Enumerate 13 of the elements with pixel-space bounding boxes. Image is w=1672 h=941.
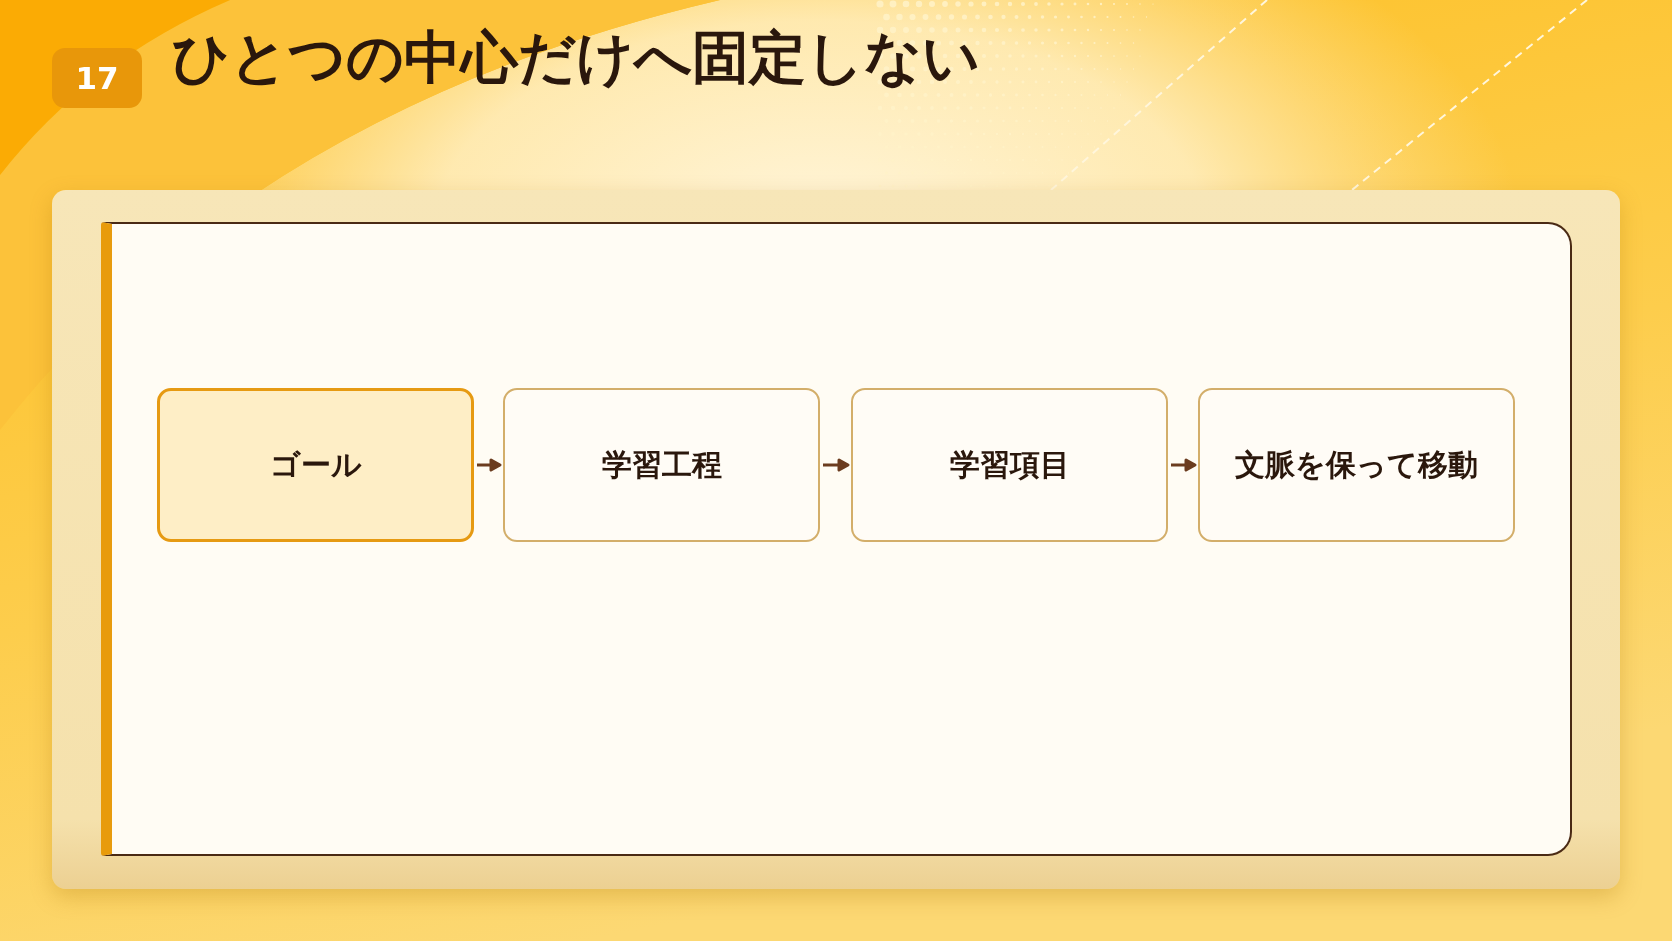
box-label: 学習項目 (949, 447, 1070, 483)
arrow (475, 458, 502, 472)
process-box (851, 388, 1168, 542)
slide-number-badge: 17 (52, 48, 142, 108)
process-box (1198, 388, 1515, 542)
box-label: ゴール (269, 447, 362, 483)
box-label: 学習工程 (601, 447, 722, 483)
box-label: 文脈を保って移動 (1235, 447, 1478, 483)
process-box (503, 388, 820, 542)
arrow (821, 458, 850, 472)
arrow (1169, 458, 1197, 472)
process-box (157, 388, 474, 542)
slide-title: ひとつの中心だけへ固定しない (172, 23, 980, 92)
